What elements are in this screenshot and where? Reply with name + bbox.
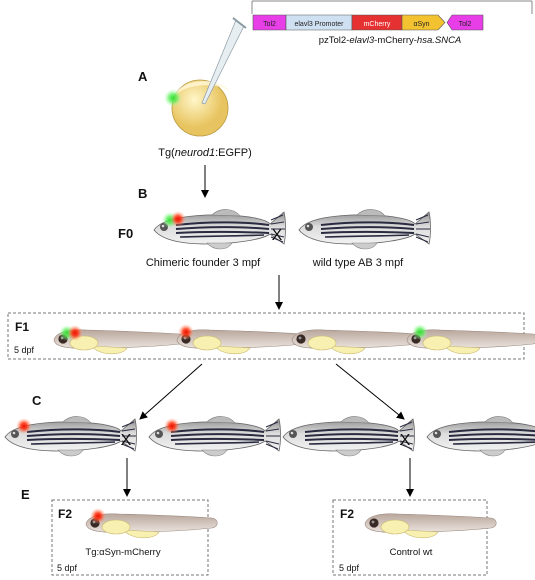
construct-segment-asyn: αSyn	[401, 14, 446, 31]
injection-needle-icon	[201, 17, 247, 105]
f2-panel-control	[332, 499, 488, 576]
mcherry-signal	[170, 211, 186, 227]
larva-f1-gfp	[406, 324, 535, 355]
f2-panel-alpha-syn	[51, 499, 209, 576]
f2-left-name: Tg:αSyn-mCherry	[85, 547, 160, 558]
embryo-label: Tg(neurod1:EGFP)	[158, 147, 252, 159]
f1-panel	[7, 312, 525, 360]
cross-symbol-f0: X	[272, 227, 283, 244]
generation-label-f1: F1	[15, 320, 29, 334]
embryo	[164, 79, 230, 137]
construct-segment-elavl3-promoter: elavl3 Promoter	[285, 14, 353, 31]
fish-f1-mcherry-right	[148, 415, 282, 457]
construct-plasmid: Tol2 elavl3 Promoter mCherry αSyn Tol2 pzTol…	[251, 0, 533, 46]
construct-segment-elavl3-promoter-label: elavl3 Promoter	[294, 21, 344, 28]
cross-symbol-c-left: X	[121, 432, 132, 449]
f2-right-age: 5 dpf	[339, 563, 360, 573]
construct-segment-mcherry: mCherry	[351, 14, 403, 31]
fish-f1-mcherry-left	[4, 415, 138, 457]
step-label-a: A	[138, 69, 148, 84]
generation-label-f2-right: F2	[340, 507, 354, 521]
f2-right-name: Control wt	[390, 547, 433, 558]
label-wildtype-ab: wild type AB 3 mpf	[312, 257, 404, 269]
construct-segment-tol2-left-label: Tol2	[263, 21, 276, 28]
cross-symbol-c-right: X	[400, 432, 411, 449]
larva-f2-alpha-syn-mcherry	[85, 508, 218, 539]
step-label-e: E	[21, 487, 30, 502]
fish-f1-wildtype-left	[282, 415, 416, 457]
construct-segment-tol2-right: Tol2	[446, 14, 484, 31]
larva-f1-gfp-mcherry	[53, 325, 186, 355]
construct-name: pzTol2-elavl3-mCherry-hsa.SNCA	[319, 35, 462, 46]
larva-f1-negative	[291, 329, 424, 355]
construct-segment-mcherry-label: mCherry	[364, 21, 391, 28]
generation-label-f2-left: F2	[58, 507, 72, 521]
construct-segment-tol2-right-label: Tol2	[459, 21, 472, 28]
arrow-f1-to-right-cross	[335, 363, 405, 420]
construct-segment-tol2-left: Tol2	[252, 14, 287, 31]
gfp-signal-embryo	[164, 89, 182, 107]
f1-age: 5 dpf	[14, 345, 35, 355]
step-label-c: C	[32, 393, 42, 408]
fish-f1-wildtype-right	[426, 415, 535, 457]
label-chimeric-founder: Chimeric founder 3 mpf	[146, 257, 261, 269]
generation-label-f0: F0	[118, 226, 133, 241]
construct-segment-asyn-label: αSyn	[413, 21, 429, 28]
larva-f2-control-wt	[364, 513, 497, 539]
fish-wildtype-ab	[298, 208, 432, 250]
step-label-b: B	[138, 186, 147, 201]
larva-f1-mcherry	[176, 324, 309, 355]
arrow-f1-to-left-cross	[139, 363, 203, 420]
f2-left-age: 5 dpf	[57, 563, 78, 573]
fish-chimeric-founder	[153, 208, 287, 250]
